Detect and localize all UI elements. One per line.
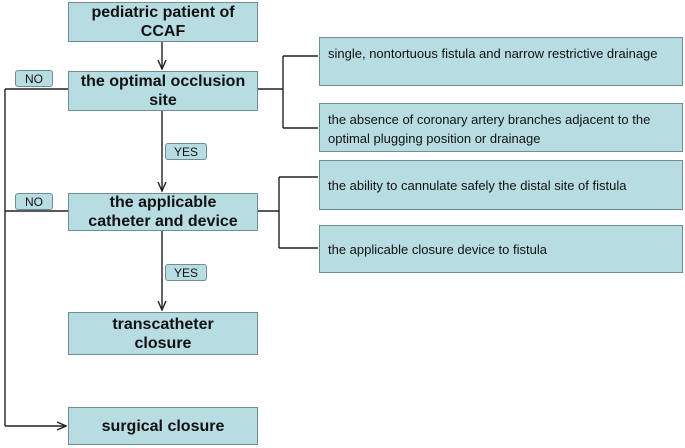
node-surgical: surgical closure <box>68 407 258 445</box>
node-catheter-line1: the applicable <box>109 194 217 211</box>
criterion-catheter-1-text: the ability to cannulate safely the dist… <box>328 177 627 193</box>
label-no-catheter: NO <box>15 193 53 210</box>
node-patient: pediatric patient of CCAF <box>68 2 258 42</box>
node-transcatheter-line2: closure <box>134 334 192 352</box>
criterion-site-1-text: single, nontortuous fistula and narrow r… <box>328 46 658 61</box>
criterion-catheter-1: the ability to cannulate safely the dist… <box>319 160 683 210</box>
node-transcatheter: transcatheter closure <box>68 312 258 355</box>
node-catheter: the applicable catheter and device <box>68 193 258 231</box>
criterion-site-2-text: the absence of coronary artery branches … <box>328 112 651 146</box>
criterion-catheter-2: the applicable closure device to fistula <box>319 225 683 273</box>
criterion-site-1: single, nontortuous fistula and narrow r… <box>319 37 683 86</box>
criterion-site-2: the absence of coronary artery branches … <box>319 103 683 152</box>
node-patient-line1: pediatric patient of <box>91 4 235 21</box>
label-yes-catheter: YES <box>165 264 207 281</box>
node-optimal-site: the optimal occlusion site <box>68 71 258 111</box>
node-patient-line2: CCAF <box>140 23 186 40</box>
node-transcatheter-line1: transcatheter <box>112 315 214 333</box>
criterion-catheter-2-text: the applicable closure device to fistula <box>328 241 547 257</box>
node-catheter-line2: catheter and device <box>88 213 238 230</box>
node-surgical-label: surgical closure <box>101 417 225 435</box>
node-optimal-site-line2: site <box>149 92 177 109</box>
label-yes-site: YES <box>165 143 207 160</box>
node-optimal-site-line1: the optimal occlusion <box>80 73 246 90</box>
label-no-site: NO <box>15 70 53 87</box>
